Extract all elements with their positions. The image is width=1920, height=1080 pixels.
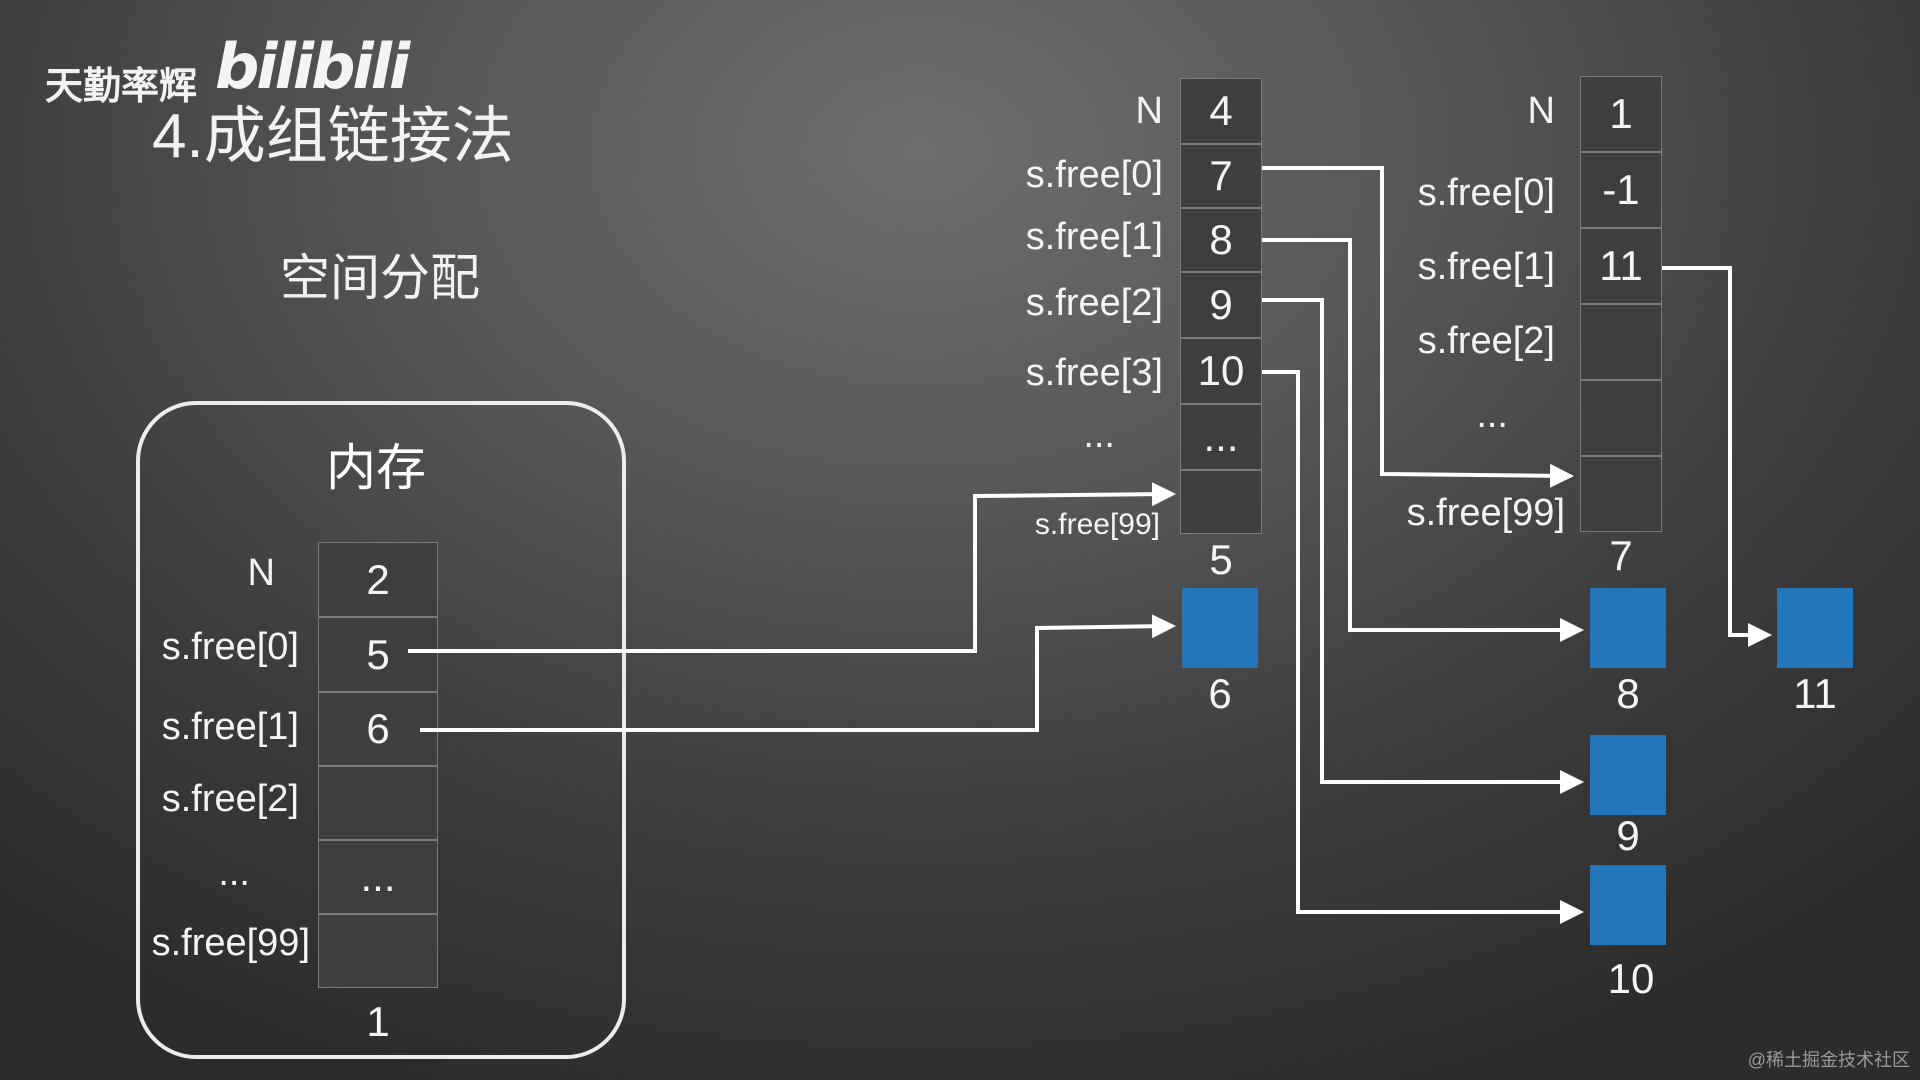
group7-label-ellipsis: ... — [1476, 394, 1508, 436]
group7-label-n: N — [1527, 90, 1555, 132]
slide-subtitle: 空间分配 — [280, 250, 480, 306]
group5-cell-free0: 7 — [1180, 144, 1262, 208]
group7-label-free2: s.free[2] — [1417, 320, 1555, 362]
group5-label-free0: s.free[0] — [1025, 154, 1163, 196]
arrow-free3-to-block10 — [1262, 370, 1584, 924]
memory-cell-free1: 6 — [318, 692, 438, 766]
free-block-11-number: 11 — [1793, 670, 1837, 717]
group7-cell-free1: 11 — [1580, 228, 1662, 304]
group5-cell-free1: 8 — [1180, 208, 1262, 272]
memory-block-number: 1 — [366, 998, 390, 1045]
footer-watermark: @稀土掘金技术社区 — [1747, 1050, 1910, 1070]
arrow-memory-to-block6 — [420, 614, 1176, 732]
free-block-11 — [1777, 588, 1853, 668]
memory-cell-free99 — [318, 914, 438, 988]
memory-cell-free2 — [318, 766, 438, 840]
channel-watermark: 天勤率辉 — [45, 66, 198, 108]
free-block-6-number: 6 — [1208, 670, 1232, 717]
memory-cell-free0: 5 — [318, 617, 438, 692]
group5-cell-free99 — [1180, 470, 1262, 534]
memory-cell-n: 2 — [318, 542, 438, 617]
free-block-10 — [1590, 865, 1666, 945]
group7-block-number: 7 — [1609, 532, 1633, 579]
memory-label-free99: s.free[99] — [151, 922, 310, 964]
arrow-free1-to-block11 — [1662, 266, 1772, 647]
memory-label-free0: s.free[0] — [161, 626, 299, 668]
group5-label-free99: s.free[99] — [1034, 508, 1160, 541]
arrow-memory-to-block5 — [408, 482, 1176, 653]
free-block-8 — [1590, 588, 1666, 668]
free-block-6 — [1182, 588, 1258, 668]
free-block-10-number: 10 — [1607, 955, 1655, 1002]
group7-label-free0: s.free[0] — [1417, 172, 1555, 214]
free-block-9-number: 9 — [1616, 812, 1640, 859]
group5-label-free3: s.free[3] — [1025, 352, 1163, 394]
group5-cell-ellipsis: ... — [1180, 404, 1262, 470]
group7-cell-free99 — [1580, 456, 1662, 532]
group5-cell-free2: 9 — [1180, 272, 1262, 338]
bilibili-logo: bilibili — [215, 30, 410, 103]
memory-label-free2: s.free[2] — [161, 778, 299, 820]
group5-label-free2: s.free[2] — [1025, 282, 1163, 324]
memory-label-n: N — [247, 552, 275, 594]
group7-label-free99: s.free[99] — [1406, 492, 1565, 534]
group5-block-number: 5 — [1209, 536, 1233, 583]
free-block-9 — [1590, 735, 1666, 815]
group5-cell-n: 4 — [1180, 78, 1262, 144]
arrow-free1-to-block8 — [1262, 238, 1584, 642]
group5-label-ellipsis: ... — [1083, 414, 1115, 456]
group7-cell-free0: -1 — [1580, 152, 1662, 228]
group5-label-free1: s.free[1] — [1025, 216, 1163, 258]
free-block-8-number: 8 — [1616, 670, 1640, 717]
group7-cell-ellipsis — [1580, 380, 1662, 456]
memory-label-free1: s.free[1] — [161, 706, 299, 748]
arrow-free2-to-block9 — [1262, 298, 1584, 794]
memory-label-ellipsis: ... — [218, 852, 250, 894]
arrow-free0-to-block7 — [1262, 166, 1574, 488]
memory-label: 内存 — [326, 440, 426, 496]
group7-cell-free2 — [1580, 304, 1662, 380]
group5-cell-free3: 10 — [1180, 338, 1262, 404]
memory-cell-ellipsis: ... — [318, 840, 438, 914]
slide-title: 4.成组链接法 — [152, 102, 514, 171]
group7-label-free1: s.free[1] — [1417, 246, 1555, 288]
group7-cell-n: 1 — [1580, 76, 1662, 152]
group5-label-n: N — [1135, 90, 1163, 132]
